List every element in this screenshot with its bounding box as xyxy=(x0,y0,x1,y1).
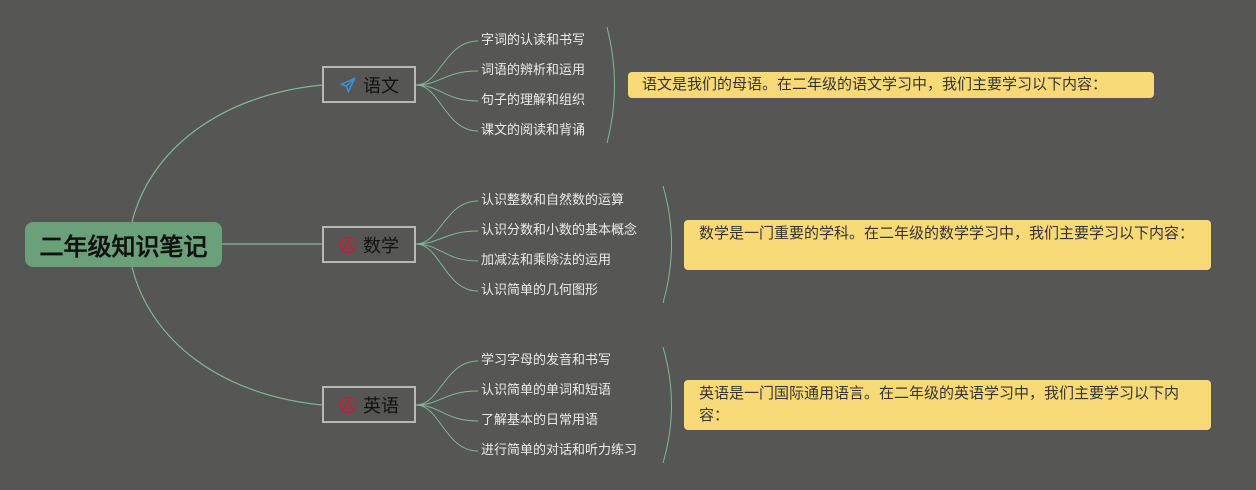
leaf-item[interactable]: 句子的理解和组织 xyxy=(481,93,586,108)
leaf-item[interactable]: 字词的认读和书写 xyxy=(481,33,586,48)
summary-note-chinese[interactable]: 语文是我们的母语。在二年级的语文学习中，我们主要学习以下内容： xyxy=(628,72,1154,98)
warning-icon xyxy=(339,396,357,414)
branch-label: 数学 xyxy=(363,235,399,257)
note-text: 英语是一门国际通用语言。在二年级的英语学习中，我们主要学习以下内容： xyxy=(699,384,1180,424)
warning-icon xyxy=(339,236,357,254)
branch-label: 英语 xyxy=(363,395,399,417)
note-text: 语文是我们的母语。在二年级的语文学习中，我们主要学习以下内容： xyxy=(642,75,1108,93)
summary-note-english[interactable]: 英语是一门国际通用语言。在二年级的英语学习中，我们主要学习以下内容： xyxy=(684,380,1211,430)
summary-note-math[interactable]: 数学是一门重要的学科。在二年级的数学学习中，我们主要学习以下内容： xyxy=(684,220,1211,270)
leaf-item[interactable]: 加减法和乘除法的运用 xyxy=(481,253,612,268)
leaf-item[interactable]: 认识简单的几何图形 xyxy=(481,283,599,298)
branch-node-chinese[interactable]: 语文 xyxy=(322,66,416,103)
branch-node-english[interactable]: 英语 xyxy=(322,386,416,423)
branch-label: 语文 xyxy=(363,75,399,97)
leaf-item[interactable]: 课文的阅读和背诵 xyxy=(481,123,586,138)
leaf-item[interactable]: 认识分数和小数的基本概念 xyxy=(481,223,638,238)
leaf-item[interactable]: 词语的辨析和运用 xyxy=(481,63,586,78)
leaf-item[interactable]: 进行简单的对话和听力练习 xyxy=(481,443,638,458)
branch-node-math[interactable]: 数学 xyxy=(322,226,416,263)
paper-plane-icon xyxy=(339,76,357,94)
root-node[interactable]: 二年级知识笔记 xyxy=(25,222,222,267)
note-text: 数学是一门重要的学科。在二年级的数学学习中，我们主要学习以下内容： xyxy=(699,224,1195,242)
leaf-item[interactable]: 认识整数和自然数的运算 xyxy=(481,193,625,208)
leaf-item[interactable]: 了解基本的日常用语 xyxy=(481,413,599,428)
root-label: 二年级知识笔记 xyxy=(39,233,208,261)
leaf-item[interactable]: 学习字母的发音和书写 xyxy=(481,353,612,368)
leaf-item[interactable]: 认识简单的单词和短语 xyxy=(481,383,612,398)
